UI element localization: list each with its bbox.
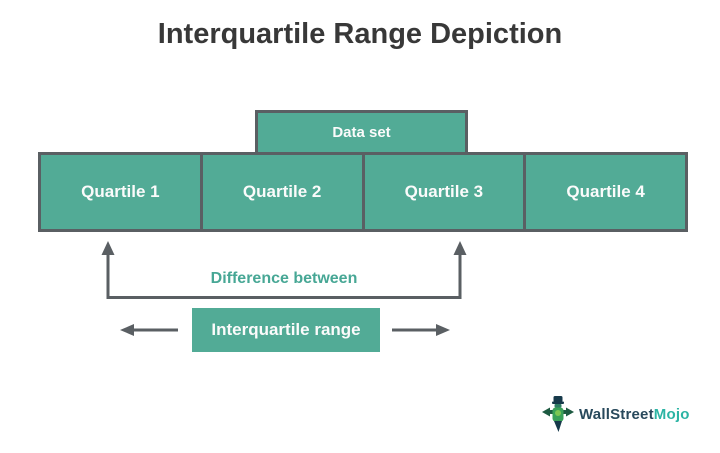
difference-between-label: Difference between <box>210 270 358 287</box>
quartile-4-label: Quartile 4 <box>566 182 645 201</box>
bracket-arrowhead-q1 <box>101 241 115 255</box>
wallstreetmojo-logo: WallStreetMojo <box>541 395 690 433</box>
logo-text-wallstreet: WallStreet <box>579 405 654 423</box>
quartile-row: Quartile 1 Quartile 2 Quartile 3 Quartil… <box>38 152 688 232</box>
quartile-2-label: Quartile 2 <box>242 182 322 201</box>
quartile-3-box: Quartile 3 <box>361 155 524 229</box>
interquartile-range-label: Interquartile range <box>211 320 361 339</box>
quartile-4-box: Quartile 4 <box>523 155 685 229</box>
quartile-1-box: Quartile 1 <box>41 155 200 229</box>
quartile-3-label: Quartile 3 <box>404 182 484 201</box>
bracket-arrowhead-q3 <box>453 241 467 255</box>
dataset-label: Data set <box>332 124 391 141</box>
quartile-1-label: Quartile 1 <box>81 182 160 201</box>
diagram-title: Interquartile Range Depiction <box>157 18 563 50</box>
quartile-2-box: Quartile 2 <box>199 155 362 229</box>
interquartile-range-box: Interquartile range <box>192 308 380 352</box>
wallstreetmojo-bull-mascot-icon <box>542 396 574 432</box>
iqr-right-arrow <box>392 324 450 336</box>
logo-text-mojo: Mojo <box>653 405 690 423</box>
iqr-left-arrow <box>120 324 178 336</box>
dataset-box: Data set <box>255 110 468 152</box>
